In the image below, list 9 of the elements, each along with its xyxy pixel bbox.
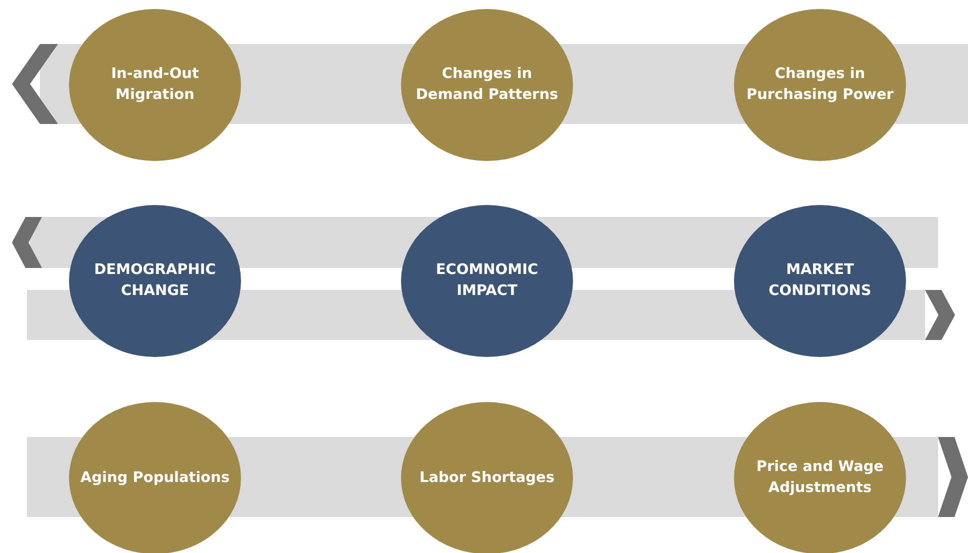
node-label: Price and Wage Adjustments <box>755 458 885 498</box>
node-label: In-and-Out Migration <box>110 65 200 105</box>
node-label: DEMOGRAPHIC CHANGE <box>93 261 217 301</box>
node-label: Labor Shortages <box>419 468 554 488</box>
node-label: Changes in Demand Patterns <box>414 65 560 105</box>
node-label: Aging Populations <box>80 468 230 488</box>
node-label: ECOMNOMIC IMPACT <box>434 261 540 301</box>
node-label: Changes in Purchasing Power <box>745 65 895 105</box>
node-label: MARKET CONDITIONS <box>768 261 872 301</box>
